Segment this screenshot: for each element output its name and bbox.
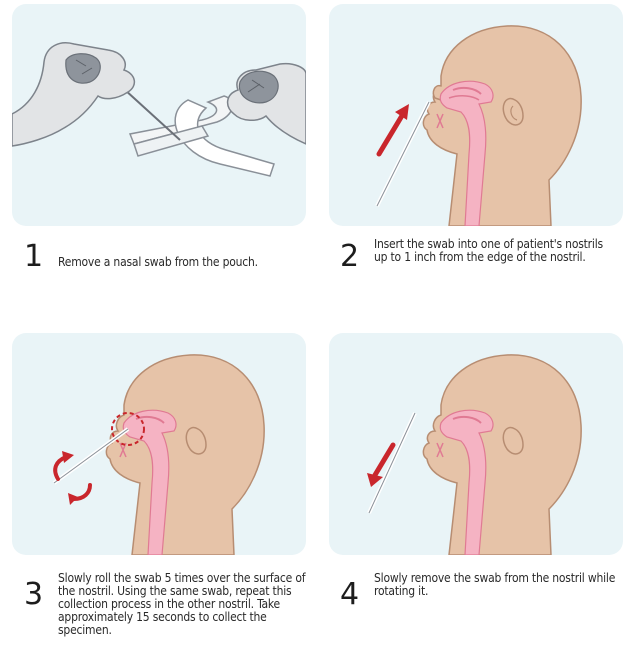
step-2-text: Insert the swab into one of patient's no… [374, 238, 619, 264]
step-1-number: 1 [24, 242, 43, 272]
gloved-hand-icon [12, 43, 134, 146]
head-profile [423, 26, 581, 226]
direction-arrow-icon [379, 104, 409, 154]
head-profile [423, 355, 581, 555]
step-3-text: Slowly roll the swab 5 times over the su… [58, 572, 308, 637]
head-profile-icon [329, 333, 623, 555]
pouch-hands-illustration [12, 4, 306, 226]
step-1-text: Remove a nasal swab from the pouch. [58, 256, 308, 269]
step-1-illustration [12, 4, 306, 226]
gloved-hand-icon [228, 64, 306, 144]
step-2-number: 2 [340, 242, 359, 272]
step-4-text: Slowly remove the swab from the nostril … [374, 572, 619, 598]
step-4-number: 4 [340, 580, 359, 610]
step-3-number: 3 [24, 580, 43, 610]
step-2-illustration [329, 4, 623, 226]
step-4-illustration [329, 333, 623, 555]
head-profile [106, 355, 264, 555]
step-3-illustration [12, 333, 306, 555]
head-profile-icon [329, 4, 623, 226]
head-profile-icon [12, 333, 306, 555]
swab-outline [369, 413, 415, 513]
